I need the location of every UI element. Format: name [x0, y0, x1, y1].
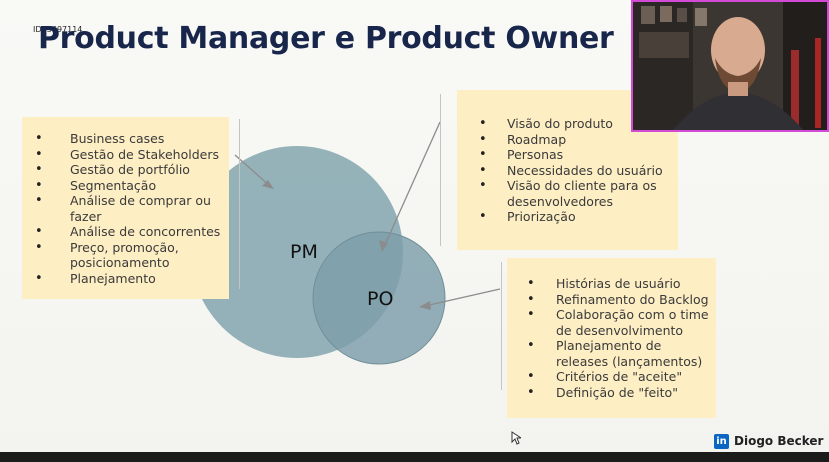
list-item: Histórias de usuário: [507, 276, 716, 292]
overlap-arrow-head: [379, 240, 388, 252]
pm-arrow: [234, 154, 271, 187]
list-item: Priorização: [457, 209, 678, 225]
list-item: Preço, promoção, posicionamento: [22, 240, 229, 271]
list-item: Análise de comprar ou fazer: [22, 193, 229, 224]
po-label: PO: [367, 288, 394, 310]
list-item: Planejamento: [22, 271, 229, 287]
list-item: Gestão de portfólio: [22, 162, 229, 178]
webcam-feed: [631, 0, 829, 132]
po-responsibilities-box: Histórias de usuário Refinamento do Back…: [507, 258, 716, 418]
po-arrow: [424, 288, 501, 307]
linkedin-icon: in: [714, 433, 729, 449]
overlap-arrow: [383, 121, 441, 248]
list-item: Colaboração com o time de desenvolviment…: [507, 307, 716, 338]
list-item: Segmentação: [22, 178, 229, 194]
pm-responsibilities-box: Business cases Gestão de Stakeholders Ge…: [22, 117, 229, 299]
mouse-cursor-icon: [511, 431, 521, 445]
list-item: Definição de "feito": [507, 385, 716, 401]
image-id-label: ID: 3697114: [33, 25, 83, 34]
divider-line: [239, 119, 240, 289]
presenter-name: Diogo Becker: [734, 434, 824, 448]
divider-line: [501, 262, 502, 390]
list-item: Visão do produto: [457, 116, 678, 132]
list-item: Planejamento de releases (lançamentos): [507, 338, 716, 369]
pm-arrow-head: [262, 180, 274, 189]
po-circle: [312, 231, 446, 365]
slide-title: Product Manager e Product Owner: [38, 21, 614, 56]
list-item: Visão do cliente para os desenvolvedores: [457, 178, 678, 209]
list-item: Refinamento do Backlog: [507, 292, 716, 308]
presenter-brand: in Diogo Becker: [714, 432, 823, 450]
webcam-image: [633, 2, 827, 130]
divider-line: [440, 94, 441, 246]
list-item: Critérios de "aceite": [507, 369, 716, 385]
po-arrow-head: [419, 301, 431, 310]
list-item: Necessidades do usuário: [457, 163, 678, 179]
bottom-strip: [0, 452, 829, 462]
list-item: Business cases: [22, 131, 229, 147]
pm-label: PM: [290, 241, 318, 263]
list-item: Análise de concorrentes: [22, 224, 229, 240]
list-item: Gestão de Stakeholders: [22, 147, 229, 163]
list-item: Roadmap: [457, 132, 678, 148]
list-item: Personas: [457, 147, 678, 163]
venn-diagram: [191, 121, 501, 365]
